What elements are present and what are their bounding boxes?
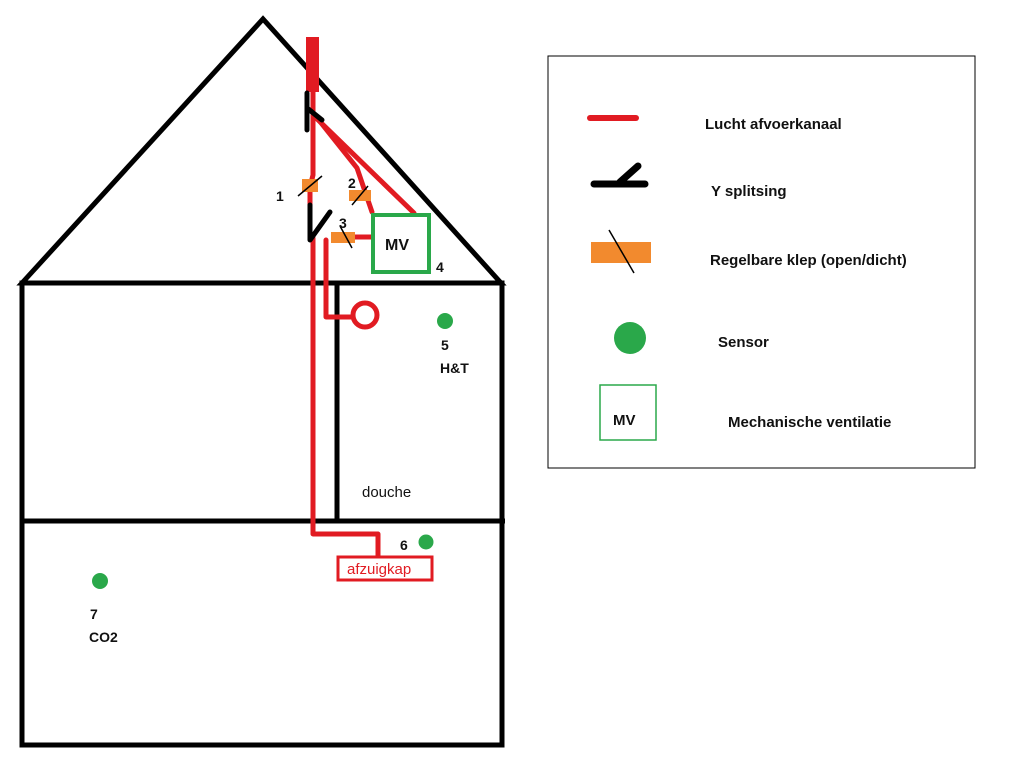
sensor-6-number: 6 <box>400 537 408 553</box>
y-split-icon <box>590 162 649 188</box>
legend-label-duct: Lucht afvoerkanaal <box>705 116 842 133</box>
sensor-7-label: CO2 <box>89 629 118 645</box>
valve-icon <box>591 229 651 274</box>
legend: Lucht afvoerkanaal Y splitsing Regelbare… <box>547 55 976 469</box>
cooker-hood-label: afzuigkap <box>347 561 411 578</box>
shower-extract-vent <box>350 300 380 330</box>
sensor-7 <box>92 573 108 589</box>
y-split-upper <box>304 90 325 133</box>
legend-mv-icon-text: MV <box>613 412 636 429</box>
valve-3 <box>331 225 355 249</box>
roof-exhaust-chimney <box>306 37 319 92</box>
y-split-lower <box>307 202 333 243</box>
mv-unit-number: 4 <box>436 259 444 275</box>
valves <box>297 175 371 249</box>
mv-unit-label: MV <box>385 237 409 254</box>
sensor-6 <box>418 534 434 550</box>
legend-label-valve: Regelbare klep (open/dicht) <box>710 252 907 269</box>
valve-3-number: 3 <box>339 215 347 231</box>
sensor-dot-icon <box>614 322 646 354</box>
mv-box-icon <box>599 384 657 441</box>
shower-room-label: douche <box>362 484 411 501</box>
valve-1 <box>297 175 323 197</box>
legend-label-sensor: Sensor <box>718 334 769 351</box>
legend-label-mv: Mechanische ventilatie <box>728 414 891 431</box>
cooker-hood <box>336 555 434 582</box>
valve-1-number: 1 <box>276 188 284 204</box>
valve-2-number: 2 <box>348 175 356 191</box>
sensor-5 <box>437 313 453 329</box>
house-walls <box>19 280 505 748</box>
duct-valve-3-branch <box>323 237 357 320</box>
mv-unit <box>371 213 431 274</box>
sensor-5-label: H&T <box>440 360 469 376</box>
legend-label-ysplit: Y splitsing <box>711 183 787 200</box>
valve-2 <box>349 185 371 206</box>
sensor-7-number: 7 <box>90 606 98 622</box>
house-outline <box>16 15 507 748</box>
y-splitting <box>304 90 333 243</box>
exhaust-ducts <box>306 37 417 559</box>
sensor-5-number: 5 <box>441 337 449 353</box>
duct-downpipe <box>310 235 381 559</box>
